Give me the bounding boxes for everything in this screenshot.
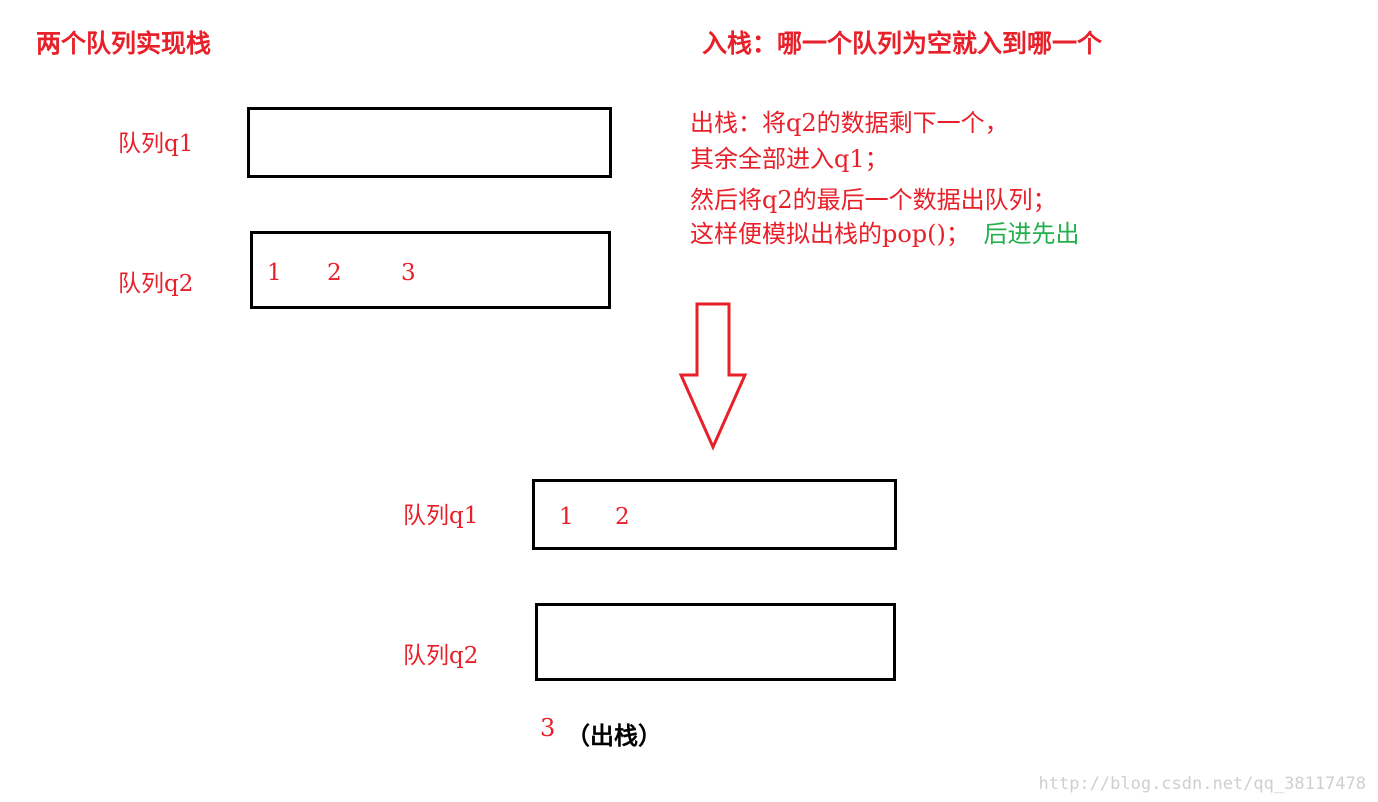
pop-description-line2: 其余全部进入q1； [690, 145, 889, 173]
before-q1-box [247, 107, 612, 178]
diagram-title: 两个队列实现栈 [36, 29, 212, 58]
after-q1-box: 1 2 [532, 479, 897, 550]
popped-note: （出栈） [566, 722, 662, 750]
before-q2-label: 队列q2 [118, 271, 194, 297]
pop-description-line3: 然后将q2的最后一个数据出队列； [690, 186, 1057, 214]
pop-description-line1: 出栈：将q2的数据剩下一个， [690, 109, 1009, 137]
push-rule-title: 入栈：哪一个队列为空就入到哪一个 [702, 29, 1103, 58]
before-q2-value: 2 [327, 260, 342, 286]
after-q2-label: 队列q2 [403, 643, 479, 669]
down-arrow-icon [678, 302, 748, 451]
after-q1-value: 2 [615, 504, 630, 530]
pop-description-line4-text: 这样便模拟出栈的pop()； [690, 220, 970, 248]
pop-description-line4: 这样便模拟出栈的pop()； 后进先出 [690, 214, 1080, 249]
lifo-highlight: 后进先出 [983, 220, 1080, 248]
popped-value: 3 [540, 714, 556, 742]
before-q2-value: 3 [401, 260, 416, 286]
after-q1-label: 队列q1 [403, 503, 479, 529]
before-q1-label: 队列q1 [118, 131, 194, 157]
before-q2-box: 1 2 3 [250, 231, 611, 309]
after-q2-box [535, 603, 896, 681]
watermark: http://blog.csdn.net/qq_38117478 [1038, 774, 1366, 794]
before-q2-value: 1 [267, 260, 282, 286]
after-q1-value: 1 [559, 504, 574, 530]
